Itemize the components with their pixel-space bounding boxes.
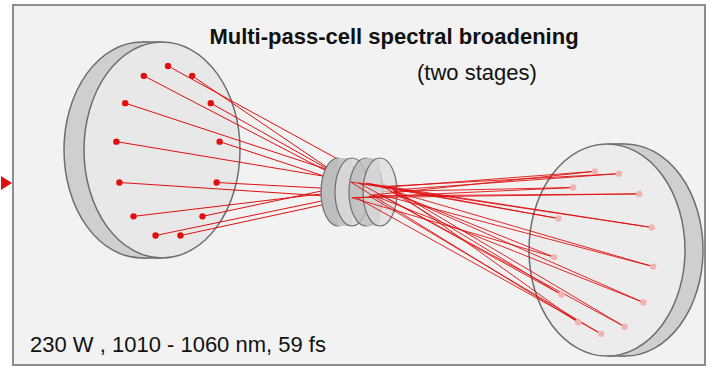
beam-ray [352,198,554,257]
beam-ray [372,171,594,195]
beam-spot [165,63,171,69]
panel-box: Multi-pass-cell spectral broadening (two … [12,4,706,366]
beam-ray [383,174,619,187]
nonlinear-window [321,158,397,226]
beam-spot [216,138,222,144]
beam-ray [119,182,351,197]
beam-spot [141,73,147,79]
beam-ray [391,192,554,257]
beam-spot [116,179,122,185]
panel-ground [12,4,706,366]
beam-spot [650,263,656,269]
beam-spot [551,254,557,260]
beam-spot [636,191,642,197]
beam-spot [592,168,598,174]
beam-spot [558,291,564,297]
panel-title: Multi-pass-cell spectral broadening [209,24,578,50]
beam-ray [356,198,601,334]
beam-spot [152,232,158,238]
beam-spots [113,63,656,337]
beam-ray [391,192,643,303]
left-mirror [64,42,240,258]
beam-spot [130,213,136,219]
beam-spot [640,299,646,305]
beam-rays [116,66,394,236]
beam-spot [575,319,581,325]
panel-subtitle: (two stages) [417,60,537,86]
beam-spot [621,324,627,330]
beam-spot [177,232,183,238]
beam-ray [394,174,619,190]
beam-spot [199,213,205,219]
beam-spot [616,170,622,176]
beam-spot [570,184,576,190]
beam-spot [122,100,128,106]
beam-spot [213,179,219,185]
beam-spot [555,215,561,221]
beam-spot [113,138,119,144]
beam-ray [366,183,652,227]
beam-spot [649,224,655,230]
beam-ray [372,195,643,302]
spec-text: 230 W , 1010 - 1060 nm, 59 fs [30,332,326,358]
beam-ray [394,190,625,327]
beam-spot [189,73,195,79]
beam-spot [208,100,214,106]
input-arrow [1,176,12,190]
beam-rays-exit [351,171,653,333]
beam-ray [352,194,639,198]
beam-spot [598,331,604,337]
beam-ray [351,182,578,322]
beam-ray [359,183,625,327]
